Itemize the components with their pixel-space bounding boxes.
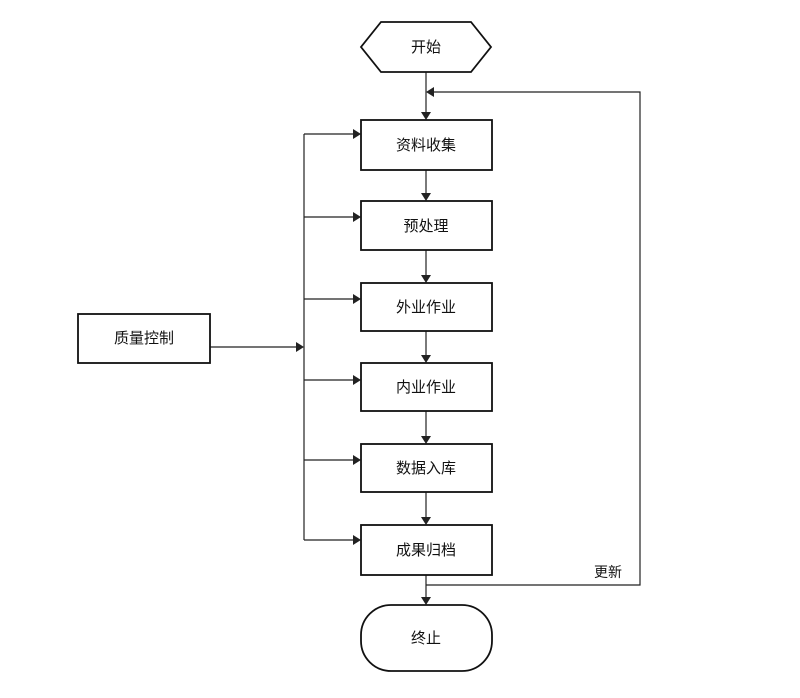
arrowhead-preprocess-top [421, 193, 431, 201]
arrowhead-update-loop [426, 87, 434, 97]
arrowhead-bus-archive [353, 535, 361, 545]
arrowhead-bus-officework [353, 375, 361, 385]
arrowhead-officework-top [421, 355, 431, 363]
quality-node [77, 313, 211, 364]
arrowhead-archive-top [421, 517, 431, 525]
arrowhead-end-top [421, 597, 431, 605]
quality-label: 质量控制 [114, 329, 174, 347]
archive-label: 成果归档 [396, 541, 456, 559]
database-node [360, 443, 493, 493]
start-label: 开始 [411, 38, 441, 56]
arrowhead-quality-bus [296, 342, 304, 352]
edge-update-loop [426, 91, 641, 586]
arrowhead-bus-fieldwork [353, 294, 361, 304]
end-label: 终止 [411, 629, 441, 647]
fieldwork-label: 外业作业 [396, 298, 456, 316]
end-node [360, 604, 493, 672]
archive-node [360, 524, 493, 576]
fieldwork-node [360, 282, 493, 332]
update-label: 更新 [594, 565, 622, 581]
collect-label: 资料收集 [396, 136, 456, 154]
arrowhead-fieldwork-top [421, 275, 431, 283]
arrowhead-database-top [421, 436, 431, 444]
arrowhead-bus-preprocess [353, 212, 361, 222]
preprocess-node [360, 200, 493, 251]
database-label: 数据入库 [396, 459, 456, 477]
preprocess-label: 预处理 [403, 217, 448, 235]
arrowhead-collect-top [421, 112, 431, 120]
arrowhead-bus-collect [353, 129, 361, 139]
start-node [359, 21, 493, 73]
arrowhead-bus-database [353, 455, 361, 465]
collect-node [360, 119, 493, 171]
officework-node [360, 362, 493, 412]
officework-label: 内业作业 [396, 378, 456, 396]
